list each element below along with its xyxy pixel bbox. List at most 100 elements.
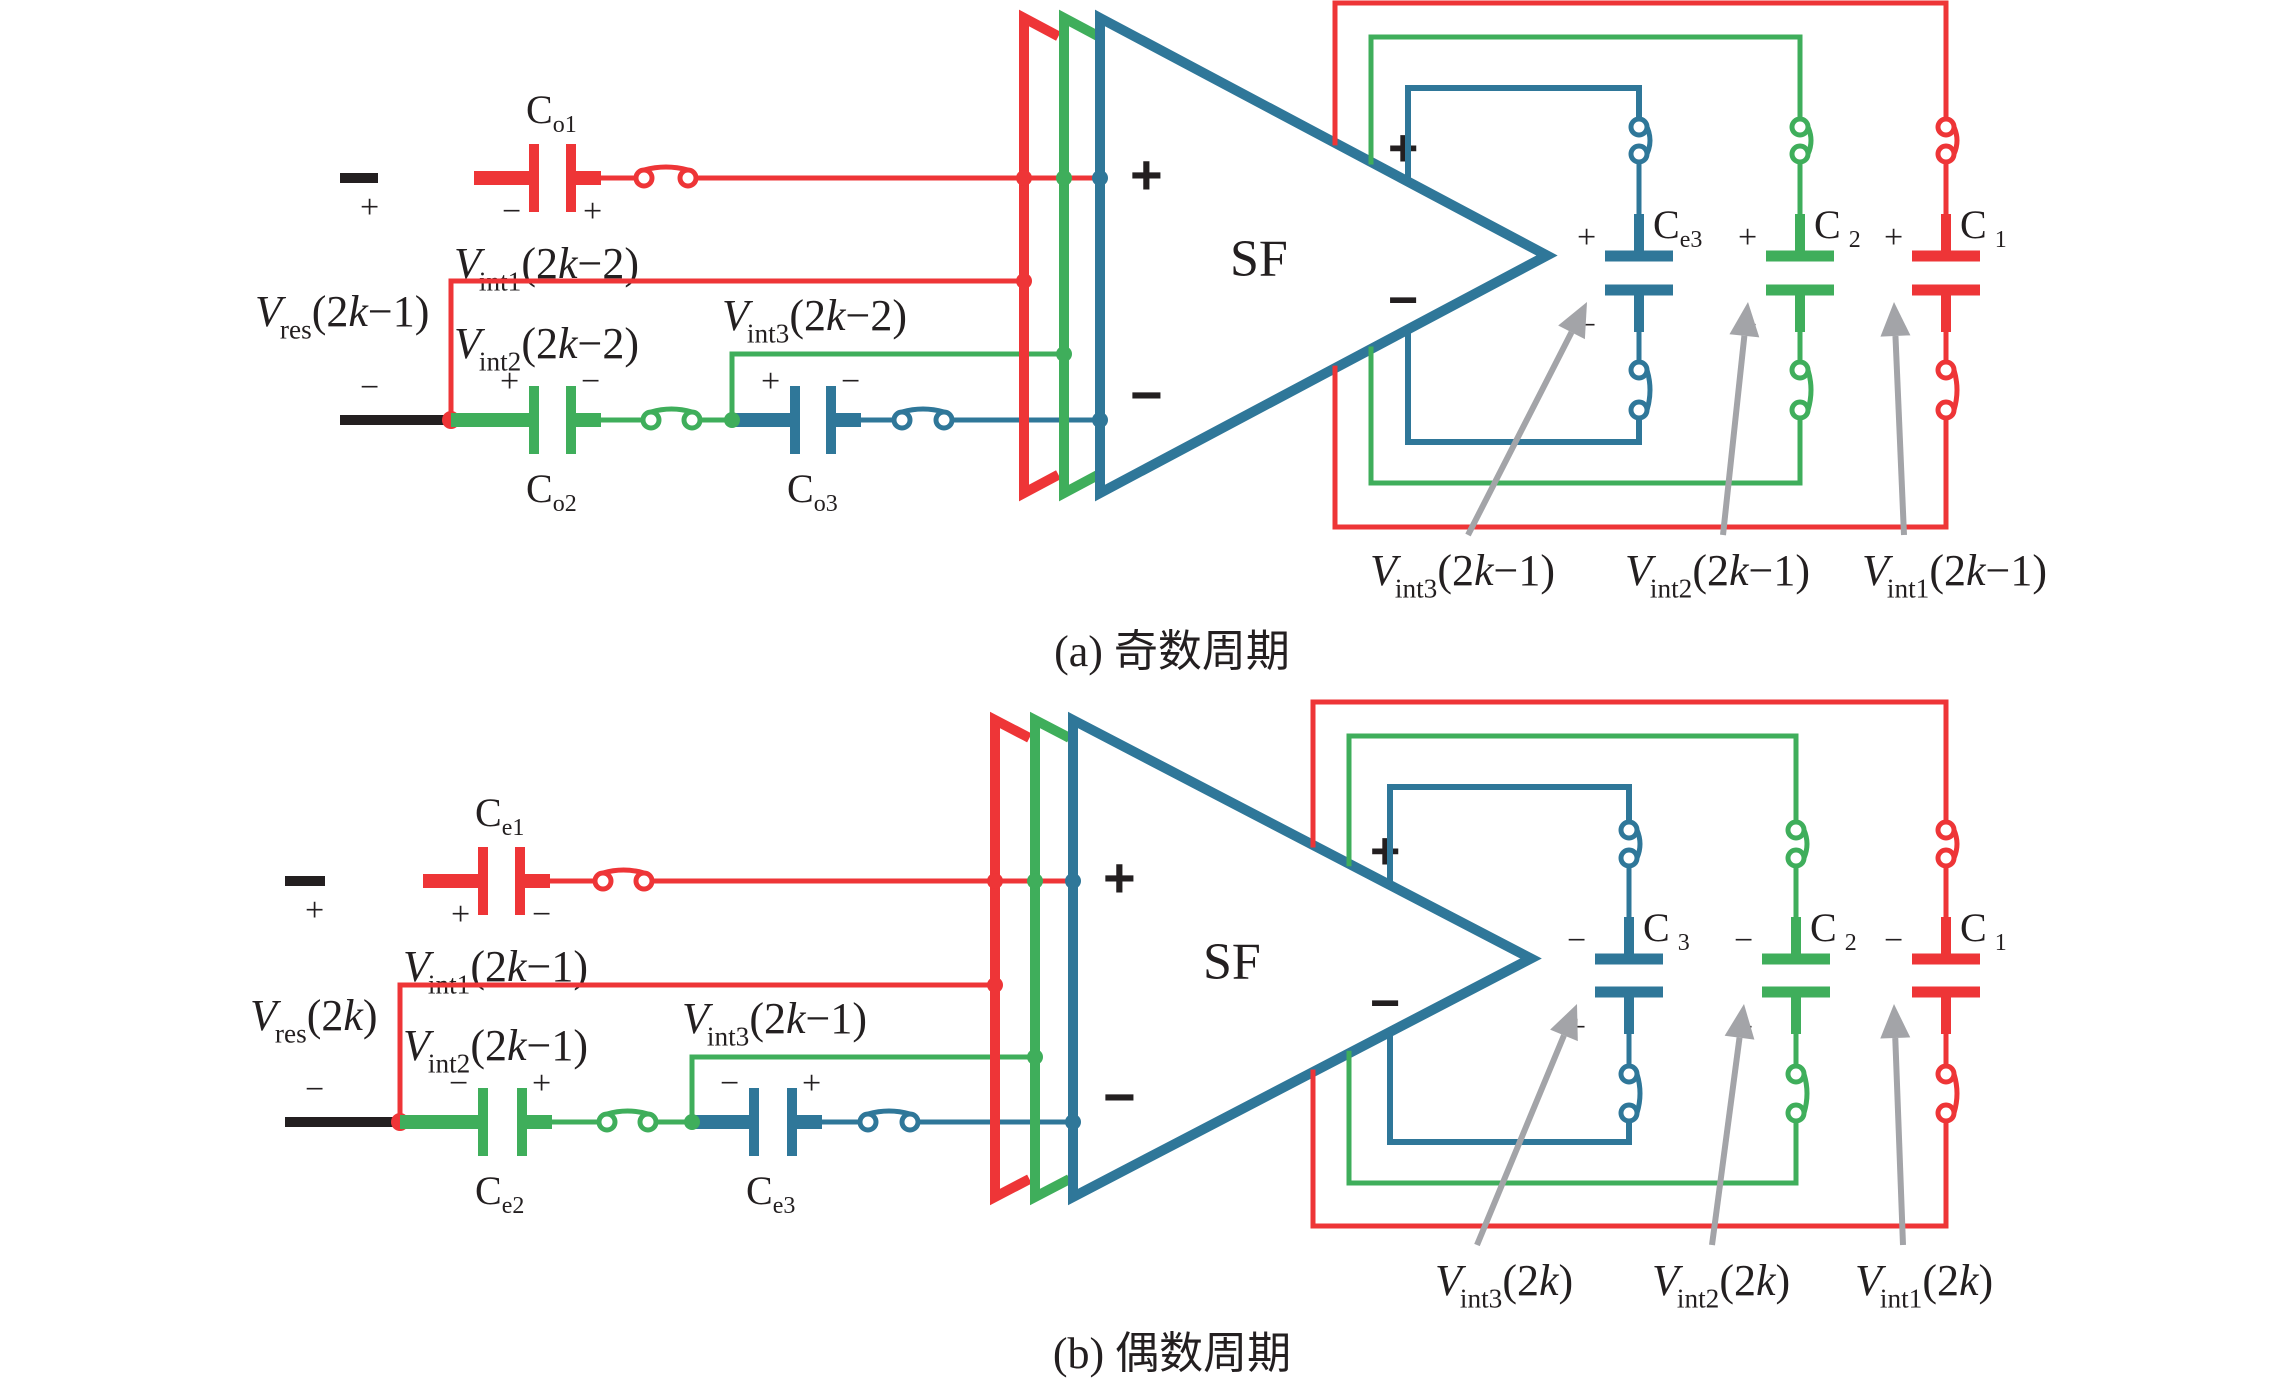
- feedback-loop-green-bottom: [1346, 1050, 1799, 1186]
- amplifier-outline-green: [1059, 9, 1101, 502]
- switch-arm: [901, 406, 945, 415]
- amplifier-label: SF: [1203, 934, 1261, 991]
- switch-contact: [891, 409, 913, 431]
- switch-contact: [1935, 1102, 1957, 1124]
- junction-dot-blue-bottom: [1065, 1114, 1081, 1130]
- capacitor-label-2: Ce2: [475, 1168, 524, 1219]
- amplifier-outline-red: [990, 711, 1032, 1206]
- feedback-capacitor-3: [1912, 917, 1980, 1034]
- switch-contact: [1628, 143, 1650, 165]
- junction-dot-blue-top: [1092, 170, 1108, 186]
- feedback-cap-top-sign-2: +: [1738, 219, 1757, 256]
- switch-contact: [899, 1111, 921, 1133]
- feedback-capacitor-3: [1912, 214, 1980, 332]
- switch: [1628, 359, 1653, 421]
- cap1-right-sign: −: [532, 896, 551, 933]
- feedback-loop-green-top: [1346, 733, 1799, 867]
- feedback-loop-red-top: [1310, 699, 1949, 848]
- int3-wire: [689, 1054, 1038, 1125]
- amplifier-label: SF: [1230, 231, 1288, 288]
- switch: [633, 164, 699, 189]
- switch-contact: [1789, 143, 1811, 165]
- feedback-loop-blue-top: [1387, 784, 1632, 889]
- switch-contact: [640, 409, 662, 431]
- voltage-label-cap1: Vint1(2k−2): [454, 239, 639, 296]
- cap1-right-sign: +: [583, 193, 602, 230]
- switch: [1618, 1063, 1643, 1124]
- annotation-arrow: [1720, 302, 1760, 536]
- cap3-right-sign: −: [841, 363, 860, 400]
- panel-caption: (a) 奇数周期: [1054, 627, 1290, 676]
- switch-arm: [643, 164, 689, 173]
- switch: [1935, 1063, 1960, 1124]
- switch-contact: [1618, 1063, 1640, 1085]
- voltage-label-cap3: Vint3(2k−2): [722, 291, 907, 348]
- amp-input-plus: +: [1103, 846, 1136, 909]
- arrow-head: [1880, 302, 1911, 337]
- switch-contact: [633, 870, 655, 892]
- switch-contact: [1935, 819, 1957, 841]
- switch-contact: [1618, 847, 1640, 869]
- voltage-label-cap3: Vint3(2k−1): [682, 994, 867, 1051]
- input-plus-sign: +: [305, 892, 324, 929]
- switch-contact: [1785, 1102, 1807, 1124]
- arrow-head: [1724, 1004, 1755, 1040]
- switch-contact: [1618, 819, 1640, 841]
- switch-contact: [1935, 399, 1957, 421]
- switch-contact: [1789, 359, 1811, 381]
- feedback-loop-green-bottom: [1368, 346, 1803, 486]
- switch-contact: [1935, 143, 1957, 165]
- arrow-shaft: [1465, 330, 1575, 537]
- arrow-shaft: [1892, 1037, 1906, 1246]
- switch-contact: [1618, 1102, 1640, 1124]
- amplifier-triangle: [1068, 711, 1542, 1206]
- feedback-cap-top-sign-3: −: [1884, 922, 1903, 959]
- switch-contact: [1789, 116, 1811, 138]
- arrow-shaft: [1709, 1037, 1743, 1246]
- amp-output-plus: +: [1388, 120, 1418, 178]
- amplifier-triangle: [1095, 9, 1558, 502]
- arrow-head: [1558, 302, 1587, 340]
- switch: [891, 406, 955, 431]
- amp-output-plus: +: [1370, 823, 1400, 881]
- feedback-voltage-label-2: Vint2(2k): [1652, 1256, 1790, 1313]
- amp-input-minus: −: [1130, 363, 1163, 426]
- switch: [592, 867, 655, 892]
- cap1-left-sign: +: [451, 896, 470, 933]
- panel-even-cycle: +−Ce1+−Vint1(2k−1)Vres(2k)Ce2−+Vint2(2k−…: [250, 699, 2007, 1378]
- amp-input-minus: −: [1103, 1065, 1136, 1128]
- voltage-label-cap1: Vint1(2k−1): [403, 942, 588, 999]
- switch-contact: [1628, 399, 1650, 421]
- input-minus-sign: −: [360, 369, 379, 406]
- input-plus-sign: +: [360, 189, 379, 226]
- junction-dot-green-top: [1056, 170, 1072, 186]
- junction-dot-green-top: [1027, 873, 1043, 889]
- switch-contact: [592, 870, 614, 892]
- annotation-arrow: [1474, 1004, 1578, 1247]
- cap3-right-sign: +: [802, 1065, 821, 1102]
- junction-dot-int3: [684, 1114, 700, 1130]
- cap3-left-sign: +: [761, 363, 780, 400]
- cap1-left-sign: −: [502, 193, 521, 230]
- cap2-right-sign: +: [532, 1065, 551, 1102]
- switch-contact: [1935, 1063, 1957, 1085]
- residue-voltage-label: Vres(2k−1): [255, 287, 429, 344]
- feedback-loop-red-bottom: [1310, 1069, 1949, 1229]
- switch-contact: [637, 1111, 659, 1133]
- feedback-cap-top-sign-2: −: [1734, 922, 1753, 959]
- amplifier-outline-red: [1019, 9, 1061, 502]
- residue-wire: [397, 982, 998, 1125]
- feedback-capacitor-1: [1605, 214, 1673, 332]
- switch: [640, 406, 703, 431]
- cap2-left-sign: −: [449, 1065, 468, 1102]
- switch: [1935, 819, 1960, 869]
- capacitor-label-3: Ce3: [746, 1168, 795, 1219]
- switch-contact: [1628, 359, 1650, 381]
- switch: [1789, 359, 1814, 421]
- annotation-arrow: [1465, 302, 1587, 537]
- switch-contact: [1785, 847, 1807, 869]
- annotation-arrow: [1880, 1004, 1911, 1246]
- switch-contact: [596, 1111, 618, 1133]
